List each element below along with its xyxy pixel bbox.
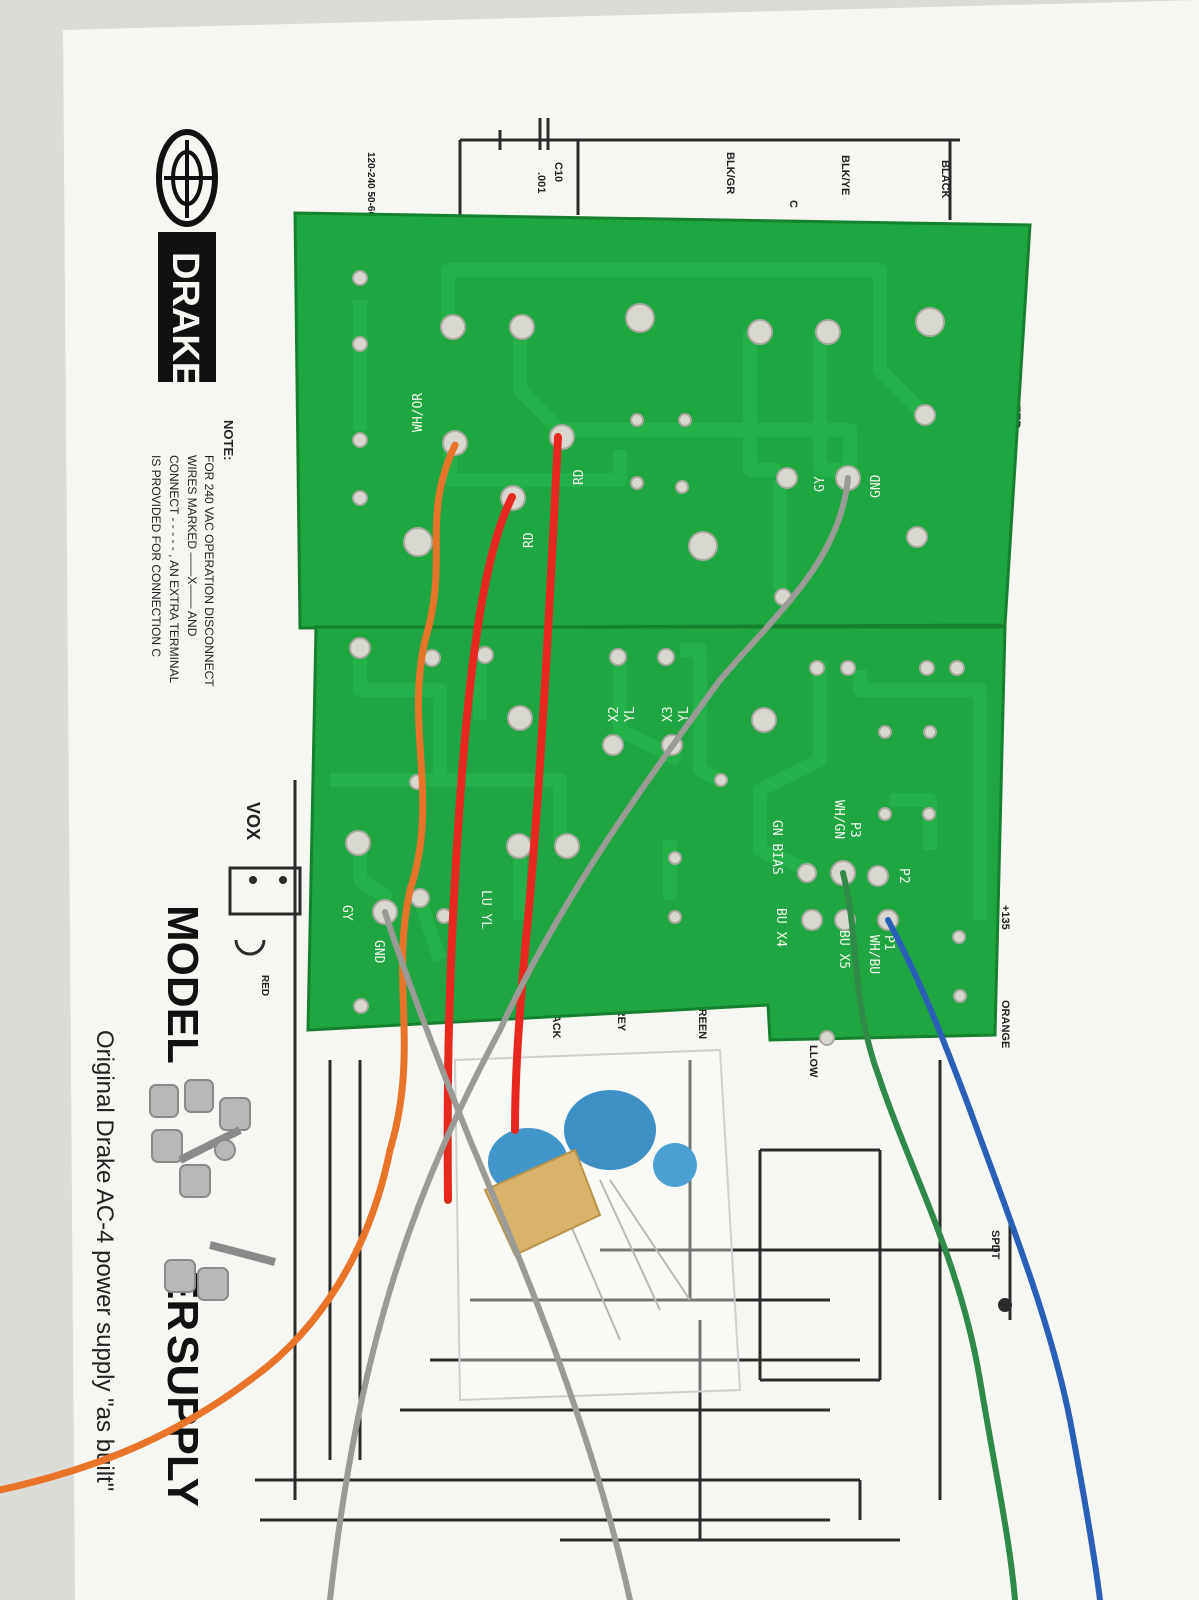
hardware-nut xyxy=(179,1164,211,1198)
label-red: RED xyxy=(259,975,270,996)
drake-logo: DRAKE xyxy=(156,129,218,387)
pcb-label-p1-wh-bu: WH/BU xyxy=(866,935,881,974)
wire-grey-2 xyxy=(382,909,633,1600)
pcb-label-x2-yl: YL xyxy=(623,706,638,722)
pcb-label-p2: P2 xyxy=(896,868,911,884)
ceramic-capacitor-small xyxy=(653,1143,697,1187)
label-c10: C10 xyxy=(552,162,564,182)
pcb-label-x3: X3 xyxy=(661,706,676,722)
label-c10-val: .001 xyxy=(535,172,547,193)
hardware-nut xyxy=(151,1129,183,1163)
note-line-2: WIRES MARKED ——X—— AND xyxy=(185,455,199,637)
pcb-label-gnd-top: GND xyxy=(869,474,884,498)
model-heading: MODEL xyxy=(158,905,207,1064)
hardware-nut xyxy=(164,1259,196,1293)
wire-orange xyxy=(0,441,459,1494)
pcb-label-lu-yl: LU YL xyxy=(478,890,493,929)
note-line-4: IS PROVIDED FOR CONNECTION C xyxy=(149,455,163,657)
pcb-label-x2: X2 xyxy=(607,706,622,722)
vox-switch-symbol xyxy=(228,866,302,916)
pcb-label-p3-wh-gn: WH/GN xyxy=(831,800,846,839)
caption-text: Original Drake AC-4 power supply "as bui… xyxy=(91,1030,118,1491)
wire-red-1 xyxy=(443,493,516,1204)
hardware-nut xyxy=(219,1097,251,1131)
wire-grey-1 xyxy=(327,475,851,1600)
pcb-board: WH/OR RD RD GY GND X2 YL X3 YL LU YL GY … xyxy=(293,211,1032,1046)
hardware-washer xyxy=(214,1139,236,1161)
pcb-label-wh-or: WH/OR xyxy=(411,393,426,432)
hardware-nut xyxy=(149,1084,179,1118)
pcb-label-p1: P1 xyxy=(881,935,896,951)
label-cap-c: C xyxy=(787,200,799,208)
label-spdt: SPDT xyxy=(989,1230,1001,1260)
ceramic-capacitor-large xyxy=(564,1090,656,1170)
label-black-top: BLACK xyxy=(939,160,951,199)
wire-blue xyxy=(885,917,1103,1600)
label-vox: VOX xyxy=(243,802,263,840)
pcb-label-bu-x5: BU X5 xyxy=(836,930,851,969)
pcb-label-rd-1: RD xyxy=(572,469,587,485)
hardware-nut xyxy=(197,1267,229,1301)
wire-green xyxy=(840,870,1018,1600)
hardware-screw xyxy=(208,1241,277,1266)
brand-text: DRAKE xyxy=(164,252,206,387)
hardware-nut xyxy=(184,1079,214,1113)
label-blk-gr: BLK/GR xyxy=(724,152,736,194)
label-volt: 120-240 50-60 xyxy=(365,152,376,217)
cap-lead-1 xyxy=(599,1179,661,1311)
note-block: NOTE: FOR 240 VAC OPERATION DISCONNECT W… xyxy=(149,420,236,687)
pcb-label-p3: P3 xyxy=(847,822,862,838)
label-yellow: LLOW xyxy=(807,1045,819,1078)
hardware-screw xyxy=(178,1126,242,1164)
hardware-pile xyxy=(149,1079,277,1301)
pcb-label-gy-top: GY xyxy=(813,476,828,492)
pcb-labels: WH/OR RD RD GY GND X2 YL X3 YL LU YL GY … xyxy=(339,393,911,974)
vox-terminal-a xyxy=(249,876,257,884)
wire-red-2 xyxy=(511,433,562,1134)
spdt-pivot xyxy=(998,1298,1012,1312)
label-135: +135 xyxy=(999,905,1011,930)
schematic-loop xyxy=(234,939,266,956)
label-orange: ORANGE xyxy=(999,1000,1011,1048)
note-line-1: FOR 240 VAC OPERATION DISCONNECT xyxy=(202,455,216,687)
wires xyxy=(0,433,1103,1600)
pcb-label-gn-bias: GN BIAS xyxy=(769,820,784,875)
label-blk-ye: BLK/YE xyxy=(839,155,851,195)
pcb-upper-half xyxy=(293,211,1032,630)
pcb-label-x3-yl: YL xyxy=(677,706,692,722)
cap-lead-2 xyxy=(609,1179,691,1301)
film-capacitor xyxy=(483,1148,602,1257)
pcb-label-bu-x4: BU X4 xyxy=(773,908,788,947)
vox-terminal-b xyxy=(279,876,287,884)
parts-bag xyxy=(453,1048,742,1402)
pcb-lower-half xyxy=(306,625,1007,1042)
pcb-label-gy-bot: GY xyxy=(339,905,354,921)
note-line-3: CONNECT - - - - - , AN EXTRA TERMINAL xyxy=(167,455,181,684)
note-heading: NOTE: xyxy=(221,420,236,460)
pcb-label-rd-2: RD xyxy=(522,532,537,548)
pcb-label-gnd-bot: GND xyxy=(371,940,386,964)
